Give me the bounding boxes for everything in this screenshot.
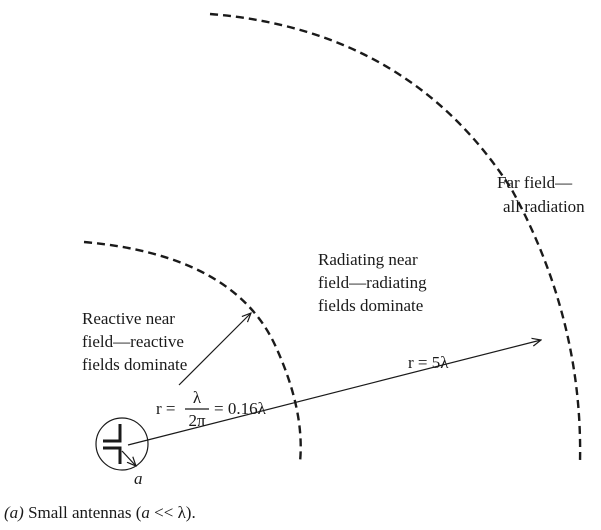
caption-tag: (a) — [4, 503, 24, 522]
far-label-line2: all radiation — [503, 197, 585, 216]
caption-variable: a — [141, 503, 150, 522]
caption-text: Small antennas ( — [24, 503, 142, 522]
radius-arrow-far — [127, 340, 541, 446]
radius-arrow-antenna — [121, 450, 136, 466]
far-label-line1: Far field— — [497, 173, 573, 192]
antenna-dipole-upper — [103, 424, 122, 443]
caption-rest: << λ). — [150, 503, 196, 522]
near-field-boundary — [83, 240, 302, 463]
antenna-enclosing-circle — [95, 417, 149, 471]
radius-arrow-near — [178, 313, 251, 386]
far-field-boundary — [209, 12, 582, 463]
near-radius-prefix: r = — [156, 399, 176, 418]
near-radius-denominator: 2π — [188, 411, 206, 430]
near-radius-suffix: = 0.16λ — [214, 399, 267, 418]
far-radius-label: r = 5λ — [408, 353, 449, 372]
reactive-label-line2: field—reactive — [82, 332, 184, 351]
near-radius-numerator: λ — [193, 388, 202, 407]
radiating-label-line2: field—radiating — [318, 273, 427, 292]
reactive-near-field-label: Reactive near field—reactive fields domi… — [82, 309, 187, 374]
radiating-near-field-label: Radiating near field—radiating fields do… — [318, 250, 427, 315]
reactive-label-line3: fields dominate — [82, 355, 187, 374]
radiating-label-line3: fields dominate — [318, 296, 423, 315]
antenna-size-label: a — [134, 469, 143, 488]
small-antenna — [95, 417, 149, 471]
reactive-label-line1: Reactive near — [82, 309, 175, 328]
near-radius-formula: r = λ 2π = 0.16λ — [156, 388, 267, 430]
figure-caption: (a) Small antennas (a << λ). — [4, 503, 196, 522]
antenna-dipole-lower — [103, 446, 122, 464]
radiating-label-line1: Radiating near — [318, 250, 418, 269]
far-field-label: Far field— all radiation — [497, 173, 585, 216]
